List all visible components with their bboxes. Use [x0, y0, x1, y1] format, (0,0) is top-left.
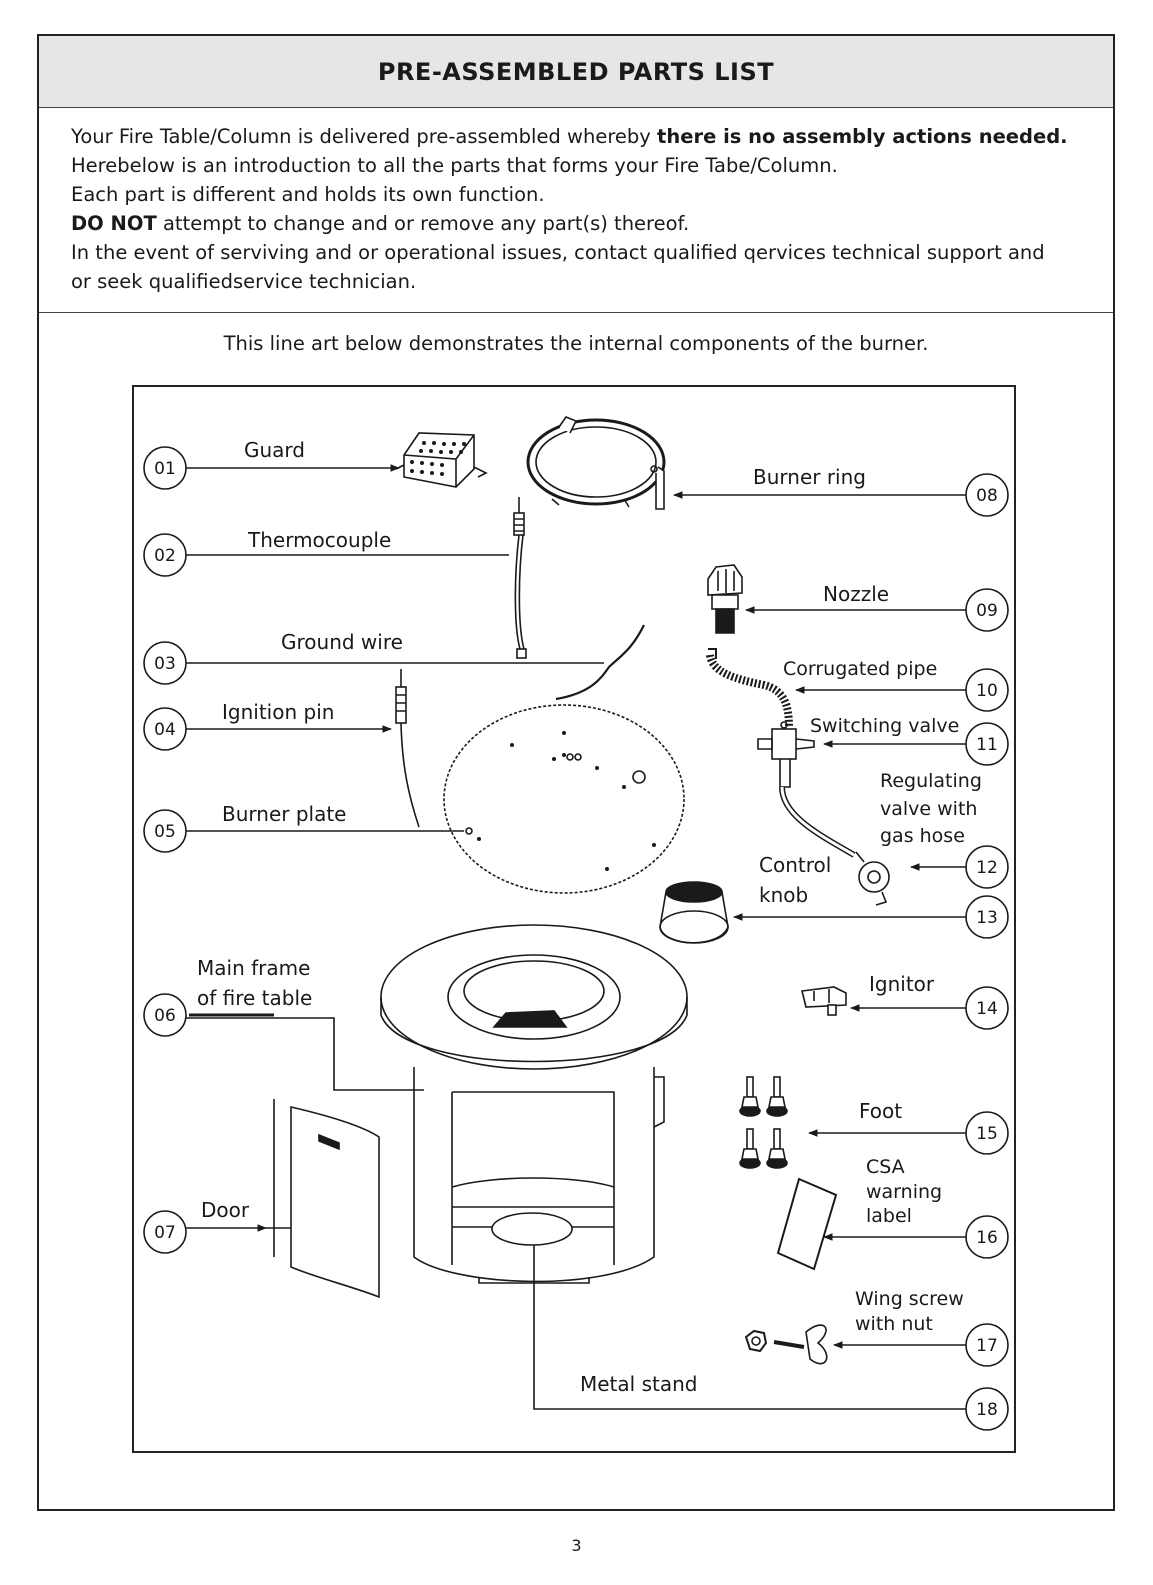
callout-09: 09 Nozzle — [745, 582, 1009, 632]
corrugated-pipe-drawing — [706, 648, 793, 728]
page-title: PRE-ASSEMBLED PARTS LIST — [377, 57, 775, 86]
callout-number-08: 08 — [976, 486, 998, 506]
foot-drawing — [739, 1076, 788, 1169]
control-knob-drawing — [659, 881, 729, 944]
label-main-frame-l1: Main frame — [197, 956, 310, 980]
callout-01: 01 Guard — [143, 438, 400, 490]
ignitor-drawing — [801, 986, 847, 1016]
label-main-frame-l2: of fire table — [197, 986, 312, 1010]
csa-label-drawing — [776, 1177, 838, 1271]
callout-02: 02 Thermocouple — [143, 528, 509, 577]
label-ground-wire: Ground wire — [281, 630, 403, 654]
label-control-l2: knob — [759, 883, 808, 907]
switching-valve-drawing — [757, 721, 815, 788]
callout-number-02: 02 — [154, 546, 176, 566]
label-regulating-l3: gas hose — [880, 825, 965, 847]
callout-18: 18 Metal stand — [533, 1245, 1009, 1431]
callout-number-03: 03 — [154, 654, 176, 674]
callout-number-06: 06 — [154, 1006, 176, 1026]
callout-number-13: 13 — [976, 908, 998, 928]
callout-13: 13 Control knob — [733, 853, 1009, 939]
label-nozzle: Nozzle — [823, 582, 889, 606]
section-divider — [39, 312, 1113, 313]
callout-11: 11 Switching valve — [810, 715, 1009, 766]
callout-14: 14 Ignitor — [850, 972, 1009, 1030]
label-csa-l2: warning — [866, 1181, 942, 1203]
burner-ring-drawing — [526, 416, 666, 510]
label-csa-l3: label — [866, 1205, 912, 1227]
wing-screw-drawing — [744, 1324, 828, 1365]
callout-number-01: 01 — [154, 459, 176, 479]
label-guard: Guard — [244, 438, 305, 462]
label-csa-l1: CSA — [866, 1156, 905, 1178]
label-burner-plate: Burner plate — [222, 802, 346, 826]
intro-line-5: In the event of serviving and or operati… — [71, 241, 1045, 264]
label-regulating-l2: valve with — [880, 798, 977, 820]
callout-06: 06 Main frame of fire table — [143, 956, 424, 1091]
page-frame: PRE-ASSEMBLED PARTS LIST Your Fire Table… — [37, 34, 1115, 1511]
callout-number-18: 18 — [976, 1400, 998, 1420]
page-number: 3 — [571, 1536, 582, 1555]
label-regulating-l1: Regulating — [880, 770, 982, 792]
fire-table-drawing — [380, 924, 688, 1284]
callout-number-16: 16 — [976, 1228, 998, 1248]
callout-number-09: 09 — [976, 601, 998, 621]
callout-number-12: 12 — [976, 858, 998, 878]
label-thermocouple: Thermocouple — [247, 528, 391, 552]
callout-number-05: 05 — [154, 822, 176, 842]
callout-number-14: 14 — [976, 999, 998, 1019]
thermocouple-drawing — [513, 497, 527, 659]
callout-number-10: 10 — [976, 681, 998, 701]
callout-number-11: 11 — [976, 735, 998, 755]
callout-12: 12 Regulating valve with gas hose — [880, 770, 1009, 889]
callout-03: 03 Ground wire — [143, 630, 604, 685]
callout-number-07: 07 — [154, 1223, 176, 1243]
label-control-l1: Control — [759, 853, 831, 877]
intro-line-4: DO NOT attempt to change and or remove a… — [71, 212, 690, 235]
title-banner: PRE-ASSEMBLED PARTS LIST — [39, 36, 1113, 108]
label-ignitor: Ignitor — [869, 972, 935, 996]
guard-drawing — [395, 432, 488, 488]
ground-wire-drawing — [555, 624, 645, 701]
burner-plate-drawing — [443, 704, 685, 894]
callout-08: 08 Burner ring — [673, 465, 1009, 517]
callout-05: 05 Burner plate — [143, 802, 464, 853]
callout-16: 16 CSA warning label — [823, 1156, 1009, 1259]
intro-line-3: Each part is different and holds its own… — [71, 183, 545, 206]
label-foot: Foot — [859, 1099, 902, 1123]
label-switching-valve: Switching valve — [810, 715, 959, 737]
label-door: Door — [201, 1198, 250, 1222]
callout-number-15: 15 — [976, 1124, 998, 1144]
label-corrugated-pipe: Corrugated pipe — [783, 658, 937, 680]
callout-circle-07 — [143, 1210, 187, 1254]
intro-line-2: Herebelow is an introduction to all the … — [71, 154, 838, 177]
label-metal-stand: Metal stand — [580, 1372, 697, 1396]
regulating-valve-drawing — [779, 786, 890, 906]
diagram-caption: This line art below demonstrates the int… — [223, 332, 929, 355]
nozzle-drawing — [707, 564, 743, 634]
diagram-svg: 01 Guard — [143, 416, 1009, 1431]
callout-04: 04 Ignition pin — [143, 700, 392, 751]
label-wing-screw-l2: with nut — [855, 1313, 933, 1335]
ignition-pin-drawing — [395, 669, 420, 828]
callout-circle-06 — [143, 993, 187, 1037]
callout-15: 15 Foot — [808, 1099, 1009, 1155]
intro-line-1: Your Fire Table/Column is delivered pre-… — [71, 125, 1068, 148]
callout-number-17: 17 — [976, 1336, 998, 1356]
callout-17: 17 Wing screw with nut — [833, 1288, 1009, 1367]
callout-number-04: 04 — [154, 720, 176, 740]
label-burner-ring: Burner ring — [753, 465, 866, 489]
parts-diagram: 01 Guard — [132, 385, 1016, 1453]
intro-text: Your Fire Table/Column is delivered pre-… — [71, 122, 1091, 296]
callout-07: 07 Door — [143, 1198, 306, 1254]
label-wing-screw-l1: Wing screw — [855, 1288, 964, 1310]
callout-10: 10 Corrugated pipe — [783, 658, 1009, 712]
intro-line-6: or seek qualifiedservice technician. — [71, 270, 417, 293]
door-drawing — [273, 1099, 380, 1299]
label-ignition-pin: Ignition pin — [222, 700, 334, 724]
